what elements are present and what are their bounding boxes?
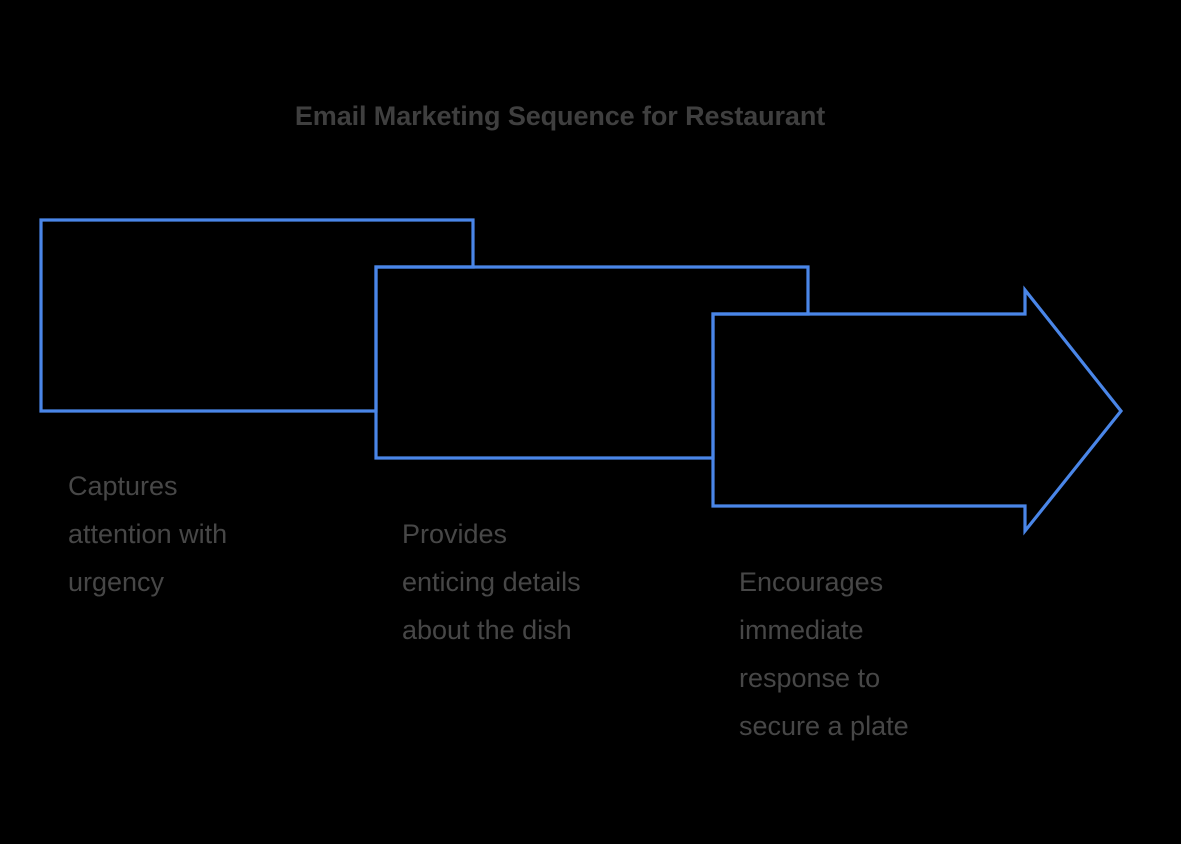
arrow-step-3-shape[interactable] — [711, 285, 1124, 536]
step-3-caption-line-3: response to — [739, 663, 881, 693]
step-3-caption: Encourages immediate response to secure … — [739, 558, 1039, 750]
step-2-caption-line-1: Provides — [402, 519, 508, 549]
step-2-caption-line-3: about the dish — [402, 615, 572, 645]
chevron-step-2-shape[interactable] — [374, 265, 810, 460]
step-2-caption-line-2: enticing details — [402, 567, 581, 597]
step-1-caption-line-1: Captures — [68, 471, 178, 501]
step-3-caption-line-4: secure a plate — [739, 711, 909, 741]
diagram-title: Email Marketing Sequence for Restaurant — [294, 101, 826, 131]
step-1-caption-line-3: urgency — [68, 567, 165, 597]
step-2-caption: Provides enticing details about the dish — [402, 510, 702, 654]
step-1-caption: Captures attention with urgency — [68, 462, 368, 606]
step-3-caption-line-2: immediate — [739, 615, 864, 645]
step-3-caption-line-1: Encourages — [739, 567, 884, 597]
step-1-caption-line-2: attention with — [68, 519, 228, 549]
chevron-step-1-shape[interactable] — [39, 218, 475, 413]
